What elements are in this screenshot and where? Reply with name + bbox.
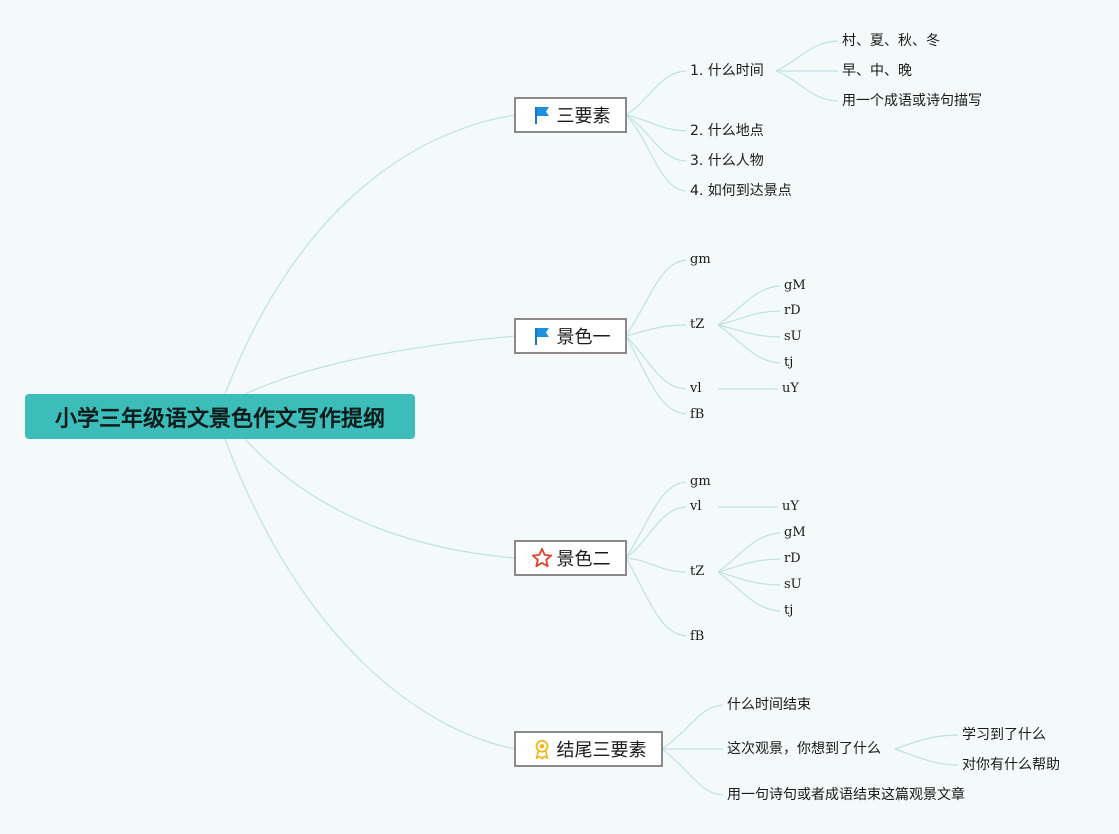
subtopic-rd[interactable]: rD	[784, 551, 801, 566]
topic-how-to-arrive[interactable]: 4. 如何到达景点	[690, 183, 792, 199]
subtopic-gm[interactable]: gM	[784, 525, 806, 540]
topic-gm[interactable]: gm	[690, 252, 711, 267]
branch-label: 景色二	[556, 549, 611, 570]
branch-scene-two[interactable]: 景色二	[514, 540, 627, 576]
subtopic-how-it-helps[interactable]: 对你有什么帮助	[962, 757, 1060, 773]
topic-tz[interactable]: tZ	[690, 564, 705, 579]
topic-fb[interactable]: fB	[690, 629, 705, 644]
branch-ending-elements[interactable]: 结尾三要素	[514, 731, 663, 767]
topic-what-place[interactable]: 2. 什么地点	[690, 123, 764, 139]
topic-fb[interactable]: fB	[690, 407, 705, 422]
red-star-icon	[531, 547, 553, 569]
topic-ending-sentence[interactable]: 用一句诗句或者成语结束这篇观景文章	[727, 787, 965, 803]
branch-three-elements[interactable]: 三要素	[514, 97, 627, 133]
topic-what-time[interactable]: 1. 什么时间	[690, 63, 764, 79]
blue-flag-icon	[531, 104, 553, 126]
topic-vl[interactable]: vl	[690, 381, 702, 396]
subtopic-what-learned[interactable]: 学习到了什么	[962, 727, 1046, 743]
topic-gm[interactable]: gm	[690, 474, 711, 489]
subtopic-tj[interactable]: tj	[784, 603, 794, 618]
subtopic-su[interactable]: sU	[784, 577, 802, 592]
blue-flag-icon	[531, 325, 553, 347]
branch-label: 结尾三要素	[556, 740, 647, 761]
subtopic-gm[interactable]: gM	[784, 278, 806, 293]
topic-when-it-ends[interactable]: 什么时间结束	[727, 697, 811, 713]
subtopic-times-of-day[interactable]: 早、中、晚	[842, 63, 912, 79]
topic-what-you-thought[interactable]: 这次观景，你想到了什么	[727, 741, 881, 757]
subtopic-rd[interactable]: rD	[784, 303, 801, 318]
subtopic-su[interactable]: sU	[784, 329, 802, 344]
subtopic-uy[interactable]: uY	[782, 499, 799, 514]
root-topic-label: 小学三年级语文景色作文写作提纲	[54, 406, 385, 432]
topic-vl[interactable]: vl	[690, 499, 702, 514]
branch-scene-one[interactable]: 景色一	[514, 318, 627, 354]
gold-medal-icon	[531, 738, 553, 760]
branch-label: 三要素	[556, 106, 611, 127]
root-topic[interactable]: 小学三年级语文景色作文写作提纲	[25, 394, 415, 439]
branch-label: 景色一	[556, 327, 611, 348]
subtopic-tj[interactable]: tj	[784, 355, 794, 370]
topic-what-people[interactable]: 3. 什么人物	[690, 153, 764, 169]
subtopic-idiom-or-poem[interactable]: 用一个成语或诗句描写	[842, 93, 982, 109]
topic-tz[interactable]: tZ	[690, 317, 705, 332]
subtopic-uy[interactable]: uY	[782, 381, 799, 396]
subtopic-seasons[interactable]: 村、夏、秋、冬	[842, 33, 940, 49]
